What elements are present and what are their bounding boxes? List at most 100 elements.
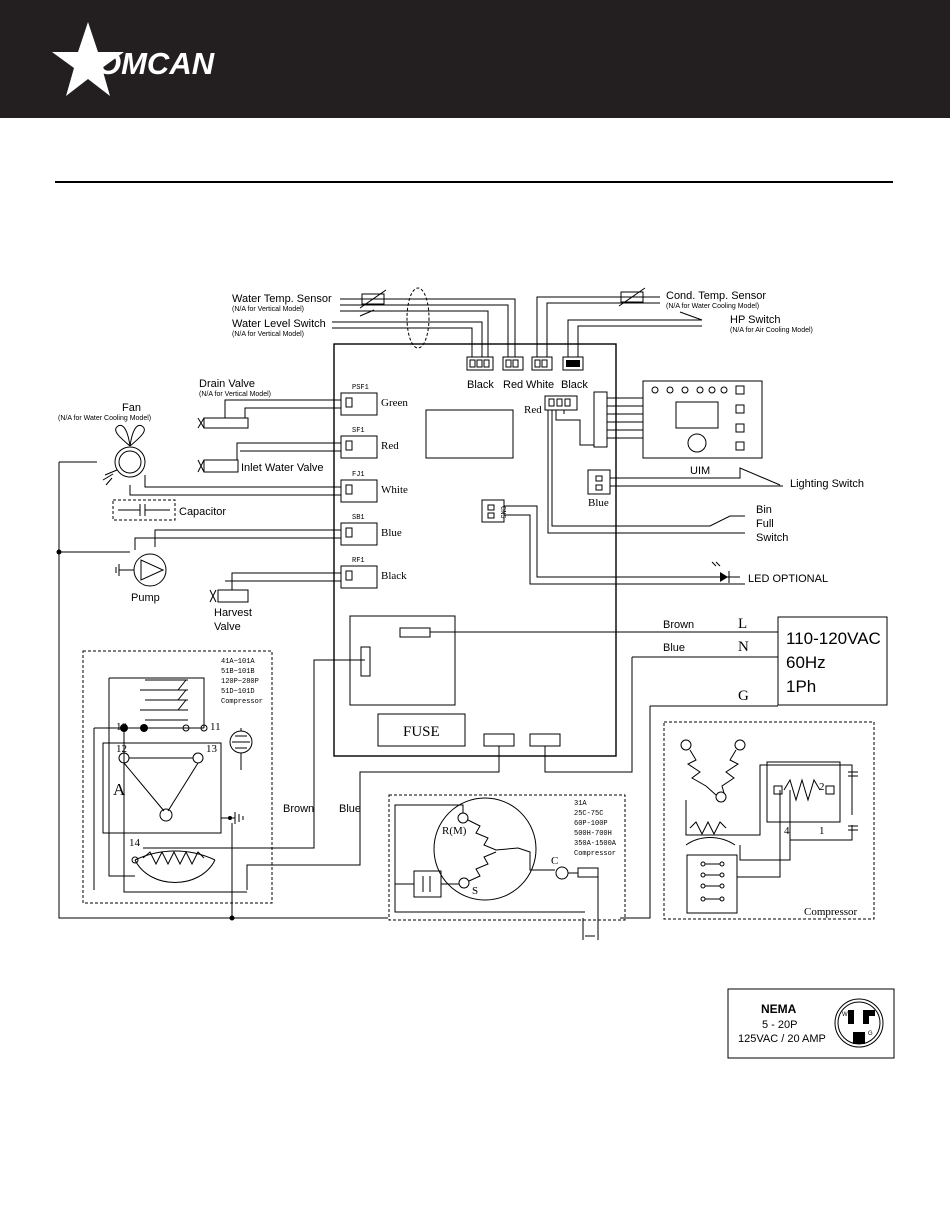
fan-motor bbox=[114, 446, 146, 478]
blue-wire-label: Blue bbox=[663, 642, 685, 654]
inlet-valve-coil bbox=[203, 459, 239, 473]
power-frequency: 60Hz bbox=[786, 653, 826, 672]
nema-type: 5 - 20P bbox=[762, 1019, 797, 1031]
hp-switch-label: HP Switch bbox=[730, 314, 781, 326]
star-icon bbox=[52, 22, 124, 96]
omcan-logo: OMCAN bbox=[52, 22, 215, 96]
comp-left-model-1: 41A~101A bbox=[221, 658, 255, 666]
relay-sb1: SB1 Blue bbox=[340, 514, 402, 546]
terminal-l: L bbox=[738, 616, 747, 632]
pump-motor bbox=[133, 553, 167, 587]
conn-red: Red bbox=[503, 379, 523, 391]
compressor-left bbox=[82, 650, 273, 921]
uim-label: UIM bbox=[690, 465, 710, 477]
comp-mid-model-2: 25C-75C bbox=[574, 810, 603, 818]
relay-psf1: PSF1 Green bbox=[340, 384, 408, 416]
pump-label: Pump bbox=[131, 592, 160, 604]
comp-left-terminal-12: 12 bbox=[116, 743, 127, 755]
power-phase: 1Ph bbox=[786, 677, 816, 696]
relay-rf1-name: RF1 bbox=[352, 557, 365, 565]
terminal-n: N bbox=[738, 639, 749, 655]
harvest-valve-label-2: Valve bbox=[214, 621, 241, 633]
relay-fj1: FJ1 White bbox=[340, 471, 408, 503]
cable-bundle bbox=[406, 287, 430, 349]
comp-mid-model-3: 60P-100P bbox=[574, 820, 608, 828]
brand-name: OMCAN bbox=[97, 46, 215, 81]
red-connector bbox=[544, 395, 578, 411]
lighting-switch-label: Lighting Switch bbox=[790, 478, 864, 490]
nema-w: W bbox=[842, 1012, 848, 1018]
blue-connector-label: Blue bbox=[588, 497, 609, 509]
water-level-switch-label: Water Level Switch bbox=[232, 318, 326, 330]
inlet-valve-label: Inlet Water Valve bbox=[241, 462, 324, 474]
comp-mid-s: S bbox=[472, 885, 478, 897]
cn5-connector: CN5 bbox=[481, 499, 745, 585]
blue-connector bbox=[587, 467, 783, 495]
capacitor-label: Capacitor bbox=[179, 506, 226, 518]
nema-box bbox=[727, 988, 895, 1059]
compressor-right bbox=[663, 721, 875, 920]
led-icon bbox=[711, 561, 730, 583]
relay-sf1: SF1 Red bbox=[340, 427, 399, 459]
relay-sb1-name: SB1 bbox=[352, 514, 365, 522]
led-optional-label: LED OPTIONAL bbox=[748, 573, 828, 585]
relay-psf1-wire: Green bbox=[381, 397, 408, 409]
nema-rating: 125VAC / 20 AMP bbox=[738, 1033, 826, 1045]
power-voltage: 110-120VAC bbox=[786, 629, 881, 648]
capacitor-box bbox=[112, 499, 176, 521]
comp-mid-model-5: 350A-1500A bbox=[574, 840, 617, 848]
nema-title: NEMA bbox=[761, 1002, 797, 1016]
control-board bbox=[333, 343, 617, 757]
comp-left-a: A bbox=[113, 780, 126, 799]
harvest-valve-coil bbox=[217, 589, 249, 603]
conn-black-2: Black bbox=[561, 379, 588, 391]
bin-label-3: Switch bbox=[756, 532, 788, 544]
relay-rf1-wire: Black bbox=[381, 570, 407, 582]
conn-black-1: Black bbox=[467, 379, 494, 391]
drain-valve-coil bbox=[203, 417, 249, 429]
comp-left-model-2: 51B~101B bbox=[221, 668, 255, 676]
fan-note: (N/A for Water Cooling Model) bbox=[58, 415, 151, 422]
comp-left-terminal-10: 10 bbox=[116, 721, 128, 733]
comp-left-terminal-13: 13 bbox=[206, 743, 218, 755]
brown-label-low: Brown bbox=[283, 803, 314, 815]
header-bar: OMCAN bbox=[0, 0, 950, 118]
relay-fj1-wire: White bbox=[381, 484, 408, 496]
cond-temp-sensor-label: Cond. Temp. Sensor bbox=[666, 290, 766, 302]
relay-rf1: RF1 Black bbox=[340, 557, 407, 589]
bin-label-1: Bin bbox=[756, 504, 772, 516]
water-temp-sensor-note: (N/A for Vertical Model) bbox=[232, 306, 304, 313]
fan-label: Fan bbox=[122, 402, 141, 414]
harvest-valve-label-1: Harvest bbox=[214, 607, 252, 619]
drain-valve-note: (N/A for Vertical Model) bbox=[199, 391, 271, 398]
sensor-wiring bbox=[332, 287, 703, 357]
relay-fj1-name: FJ1 bbox=[352, 471, 365, 479]
comp-left-model-3: 120P~280P bbox=[221, 678, 259, 686]
fuse-label: FUSE bbox=[403, 724, 440, 740]
cond-temp-thermistor bbox=[620, 291, 644, 303]
cond-temp-sensor-note: (N/A for Water Cooling Model) bbox=[666, 303, 759, 310]
terminal-g: G bbox=[738, 688, 749, 704]
left-wiring bbox=[56, 399, 388, 919]
comp-left-terminal-11: 11 bbox=[210, 721, 221, 733]
fan-assembly bbox=[102, 424, 176, 521]
cn5-label: CN5 bbox=[498, 506, 506, 519]
fuse-box bbox=[377, 713, 466, 747]
comp-right-terminal-2: 2 bbox=[819, 781, 825, 793]
uim-panel bbox=[555, 380, 763, 459]
power-wiring bbox=[143, 631, 778, 919]
relay-sf1-wire: Red bbox=[381, 440, 399, 452]
relay-psf1-name: PSF1 bbox=[352, 384, 369, 392]
compressor-mid bbox=[388, 794, 626, 940]
comp-right-terminal-1: 1 bbox=[819, 825, 825, 837]
comp-left-model-4: 51D~101D bbox=[221, 688, 255, 696]
nema-plug-icon: W G bbox=[834, 998, 884, 1048]
comp-mid-model-6: Compressor bbox=[574, 850, 616, 858]
drain-valve-label: Drain Valve bbox=[199, 378, 255, 390]
blue-label-low: Blue bbox=[339, 803, 361, 815]
water-temp-sensor-label: Water Temp. Sensor bbox=[232, 293, 332, 305]
red-connector-label: Red bbox=[524, 404, 542, 416]
comp-left-model-5: Compressor bbox=[221, 698, 263, 706]
header-rule bbox=[55, 181, 893, 183]
